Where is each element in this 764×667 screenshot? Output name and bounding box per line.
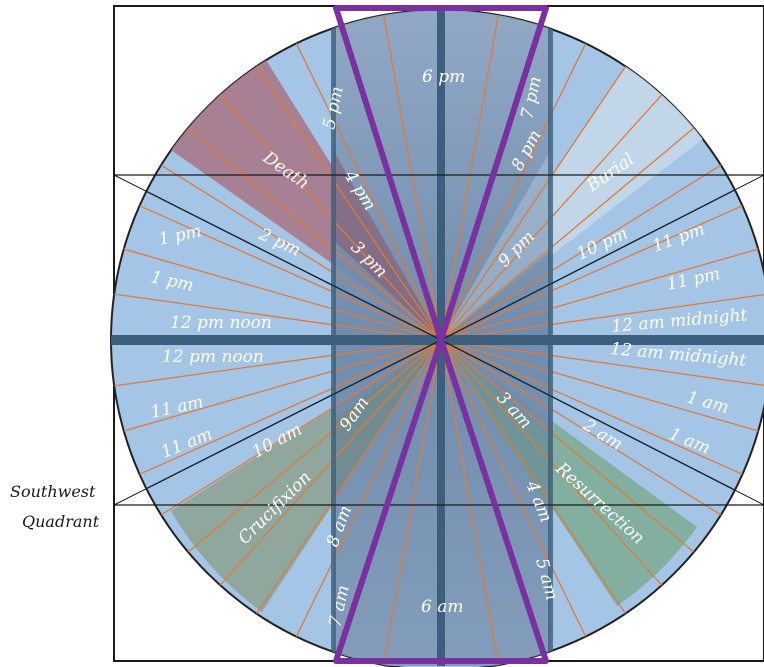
death-wedge-dark: [333, 150, 441, 340]
hour-divider-line: [440, 339, 752, 479]
hour-divider-line: [111, 339, 442, 388]
hour-divider-line: [440, 86, 669, 341]
hour-label-12pm-b: 12 pm noon: [162, 347, 264, 367]
hour-divider-line: [250, 57, 442, 341]
band-right-edge: [548, 10, 553, 666]
burial-wedge-light: [441, 150, 551, 340]
hour-divider-line: [130, 339, 442, 479]
hour-divider-line: [440, 339, 632, 623]
hour-divider-line: [130, 201, 442, 341]
resurrection-wedge-dark: [441, 340, 551, 510]
hour-divider-line: [440, 34, 591, 341]
guide-diag-4: [440, 339, 764, 506]
hour-divider-line: [381, 10, 442, 341]
guide-diag-2: [440, 174, 764, 341]
hour-divider-line: [440, 339, 669, 594]
hour-divider-line: [381, 339, 442, 667]
guide-diag-3: [113, 339, 442, 506]
hourglass-top: [333, 5, 549, 343]
hour-divider-line: [152, 159, 442, 341]
hour-divider-line: [440, 339, 730, 521]
hour-divider-line: [440, 339, 501, 667]
hour-divider-line: [291, 339, 442, 646]
hour-divider-line: [180, 120, 442, 341]
hour-divider-line: [213, 339, 442, 594]
guide-diag-1: [113, 174, 442, 341]
hour-divider-line: [440, 339, 764, 388]
hour-divider-line: [440, 120, 702, 341]
hour-label-6am: 6 am: [421, 597, 463, 617]
hour-divider-line: [440, 201, 752, 341]
hour-divider-line: [440, 159, 730, 341]
hour-divider-line: [440, 339, 764, 435]
hour-divider-line: [291, 34, 442, 341]
quadrant-label-line1: Southwest: [10, 482, 96, 501]
band-left-edge: [331, 10, 336, 666]
hour-divider-line: [250, 339, 442, 623]
hour-label-6pm: 6 pm: [422, 67, 465, 87]
hour-divider-line: [111, 292, 442, 341]
hour-divider-line: [440, 339, 591, 646]
hour-divider-line: [440, 292, 764, 341]
hour-divider-line: [113, 245, 442, 341]
hour-divider-line: [440, 245, 764, 341]
hour-divider-line: [213, 86, 442, 341]
hour-label-12pm-a: 12 pm noon: [170, 313, 272, 333]
hour-divider-line: [440, 339, 702, 560]
hour-divider-line: [440, 10, 501, 341]
hour-divider-line: [180, 339, 442, 560]
hour-divider-line: [152, 339, 442, 521]
hour-divider-line: [440, 57, 632, 341]
quadrant-label-line2: Quadrant: [22, 512, 100, 531]
hourglass-bottom: [333, 337, 549, 664]
hour-divider-line: [113, 339, 442, 435]
